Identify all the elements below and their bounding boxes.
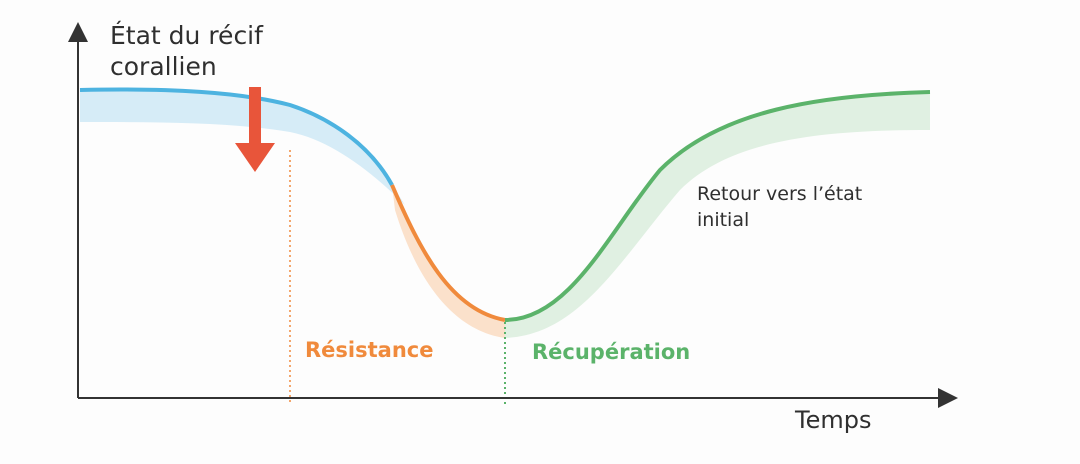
initial-curve <box>79 87 394 186</box>
resistance-curve <box>390 184 506 322</box>
x-axis-label: Temps <box>795 406 872 434</box>
recovery-label: Récupération <box>532 340 691 364</box>
resistance-band <box>392 185 505 338</box>
recovery-band <box>505 92 930 338</box>
return-annotation-line1: Retour vers l’état <box>697 183 863 205</box>
y-axis-label-line1: État du récif <box>110 21 263 50</box>
return-annotation: Retour vers l’état initial <box>697 181 862 233</box>
disturbance-arrow-icon <box>235 87 275 172</box>
initial-band <box>80 89 405 205</box>
resistance-label: Résistance <box>305 338 434 362</box>
return-annotation-line2: initial <box>697 209 750 231</box>
recovery-curve <box>504 90 931 322</box>
y-axis-label: État du récif corallien <box>110 20 263 82</box>
y-axis-label-line2: corallien <box>110 52 217 81</box>
